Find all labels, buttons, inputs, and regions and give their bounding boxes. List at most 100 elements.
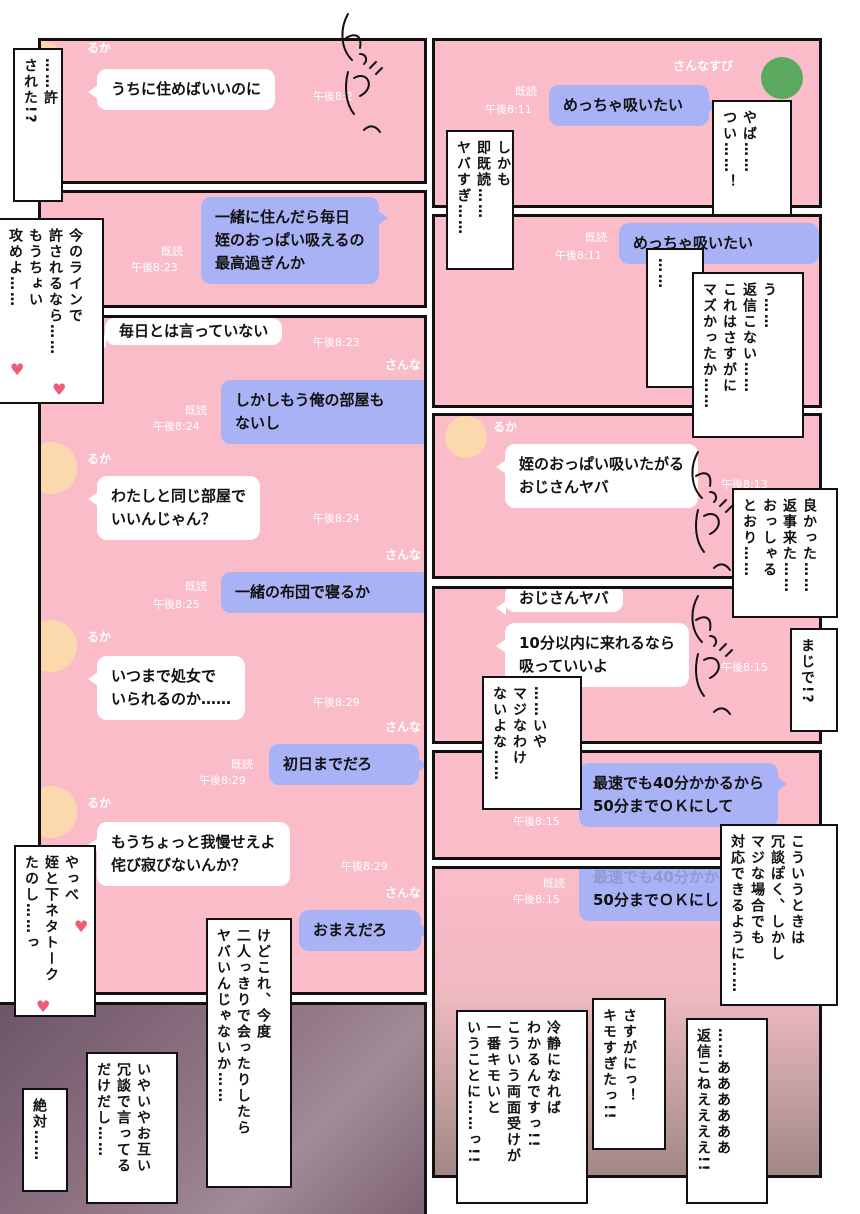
timestamp: 午後8:2 — [313, 90, 353, 103]
timestamp: 午後8:29 — [199, 774, 246, 787]
narration-text: 良かった…… 返事来た…… おっしゃる とおり…… — [741, 498, 817, 594]
narration-yabbe: やっべ 姪と下ネタトーク たのし……っ ♥ ♥ — [14, 845, 96, 1017]
read-label: 既読 — [185, 580, 207, 593]
narration-text: 今のラインで 許されるなら…… もうちょい 攻めよ…… — [7, 228, 83, 356]
timestamp: 午後8:15 — [513, 893, 560, 906]
narration-iyamajinawake: ……いや マジなわけ ないよな…… — [482, 676, 582, 810]
heart-icon: ♥ — [10, 360, 25, 379]
me-name: さんな — [385, 720, 422, 734]
narration-majide: まじで!? — [790, 628, 838, 732]
sender-name: るか — [87, 630, 112, 644]
narration-text: ……許 された!? — [22, 58, 58, 125]
message-text: めっちゃ吸いたい — [633, 234, 754, 252]
me-name: さんな — [385, 358, 422, 372]
avatar-ruka — [445, 416, 487, 458]
timestamp: 午後8:29 — [313, 696, 360, 709]
narration-text: ……ああああああ 返信こねええええ!! — [695, 1028, 731, 1173]
narration-yokatta: 良かった…… 返事来た…… おっしゃる とおり…… — [732, 488, 838, 618]
panel-chat-3: 毎日とは言っていない 午後8:23 さんな 既読 午後8:24 しかしもう俺の部… — [38, 315, 427, 995]
message-line: もうちょっと我慢せえよ — [111, 833, 276, 851]
narration-text: やっべ 姪と下ネタトーク たのし……っ — [23, 855, 79, 983]
message-line: 一緒に住んだら毎日 — [215, 208, 351, 226]
message-line: 姪のおっぱい吸えるの — [215, 231, 365, 249]
message-line: 50分までＯＫにし — [593, 891, 719, 909]
avatar-ruka — [41, 786, 77, 838]
narration-henshinkonai: う…… 返信こない…… これはさすがに マズかったか…… — [692, 272, 804, 438]
sfx-chupo-2 — [691, 451, 733, 571]
timestamp: 午後8:11 — [485, 103, 532, 116]
message-line: 姪のおっぱい吸いたがる — [519, 455, 685, 473]
chat-bubble-ruka: うちに住めばいいのに — [87, 69, 276, 110]
chat-bubble-ruka: おじさんヤバ — [496, 589, 623, 615]
timestamp: 午後8:15 — [721, 661, 768, 674]
narration-text: 絶対…… — [31, 1098, 47, 1162]
message-text: 初日までだろ — [283, 755, 373, 773]
me-name: さんな — [385, 548, 422, 562]
chat-bubble-me: おまえだろ — [299, 910, 424, 951]
timestamp: 午後8:15 — [513, 815, 560, 828]
narration-text: …… — [655, 258, 671, 290]
narration-text: けどこれ、今度 二人っきりで会ったりしたら ヤバいんじゃないか…… — [215, 928, 271, 1136]
avatar-ruka — [41, 620, 77, 672]
chat-bubble-ruka: いつまで処女で いられるのか…… — [87, 656, 246, 720]
narration-text: やば…… つい……！ — [721, 110, 757, 190]
sender-name: るか — [87, 796, 112, 810]
timestamp: 午後8:23 — [313, 336, 360, 349]
narration-reisei: 冷静になれば わかるんですっ!! こういう両面受けが 一番キモいと いうことに…… — [456, 1010, 588, 1204]
message-line: 50分までＯＫにして — [593, 797, 734, 815]
heart-icon: ♥ — [36, 997, 51, 1016]
sender-name: るか — [87, 452, 112, 466]
read-label: 既読 — [585, 231, 607, 244]
narration-imanoline: 今のラインで 許されるなら…… もうちょい 攻めよ…… ♥ ♥ — [0, 218, 104, 404]
message-line: いつまで処女で — [111, 667, 217, 685]
message-line: ないし — [235, 414, 281, 432]
chat-bubble-me: 最速でも40分かかるから 50分までＯＫにして — [579, 763, 787, 827]
message-text: うちに住めばいいのに — [111, 80, 262, 98]
timestamp: 午後8:23 — [131, 261, 178, 274]
timestamp: 午後8:13 — [721, 478, 768, 491]
message-line: 最高過ぎんか — [215, 254, 306, 272]
read-label: 既読 — [543, 877, 565, 890]
sfx-chupo-1 — [341, 13, 383, 133]
read-label: 既読 — [161, 245, 183, 258]
narration-kouiutoki: こういうときは 冗談ぽく、しかし マジな場合でも 対応できるように…… — [720, 824, 838, 1006]
message-text: おじさんヤバ — [519, 589, 609, 607]
read-label: 既読 — [231, 758, 253, 771]
timestamp: 午後8:25 — [153, 598, 200, 611]
narration-yurusareta: ……許 された!? — [13, 48, 63, 202]
narration-yaba: やば…… つい……！ — [712, 100, 792, 216]
read-label: 既読 — [515, 85, 537, 98]
message-line: いられるのか…… — [111, 690, 232, 708]
me-name: さんな — [385, 886, 422, 900]
timestamp: 午後8:29 — [341, 860, 388, 873]
message-line: 10分以内に来れるなら — [519, 634, 675, 652]
narration-text: う…… 返信こない…… これはさすがに マズかったか…… — [701, 282, 777, 410]
narration-sasugani: さすがにっ！ キモすぎたっ!! — [592, 998, 666, 1150]
message-line: しかしもう俺の部屋も — [235, 391, 385, 409]
message-text: おまえだろ — [313, 921, 388, 939]
timestamp: 午後8:24 — [153, 420, 200, 433]
chat-bubble-ruka: 姪のおっぱい吸いたがる おじさんヤバ — [495, 444, 699, 508]
chat-bubble-ruka: 10分以内に来れるなら 吸っていいよ — [496, 623, 689, 687]
narration-text: さすがにっ！ キモすぎたっ!! — [601, 1008, 637, 1121]
narration-kedokore: けどこれ、今度 二人っきりで会ったりしたら ヤバいんじゃないか…… — [206, 918, 292, 1188]
narration-zettai: 絶対…… — [22, 1088, 68, 1192]
avatar-ruka — [41, 442, 77, 494]
chat-bubble-ruka: わたしと同じ部屋で いいんじゃん？ — [87, 476, 261, 540]
narration-shikamo: しかも 即既読…… ヤバすぎ…… — [446, 130, 514, 270]
chat-bubble-ruka: もうちょっと我慢せえよ 侘び寂びないんか？ — [88, 822, 290, 886]
message-text: めっちゃ吸いたい — [563, 96, 684, 114]
chat-bubble-me: 一緒の布団で寝るか — [221, 572, 424, 613]
sfx-chupo-3 — [691, 595, 733, 715]
narration-text: しかも 即既読…… ヤバすぎ…… — [455, 140, 511, 236]
narration-text: 冷静になれば わかるんですっ!! こういう両面受けが 一番キモいと いうことに…… — [465, 1020, 561, 1165]
narration-iyaiya: いやいやお互い 冗談で言ってる だけだし…… — [86, 1052, 178, 1204]
read-label: 既読 — [185, 404, 207, 417]
narration-text: まじで!? — [799, 638, 815, 705]
message-line: 吸っていいよ — [519, 657, 608, 675]
chat-bubble-ruka: 毎日とは言っていない — [95, 318, 283, 348]
heart-icon: ♥ — [52, 380, 67, 399]
chat-bubble-me: 初日までだろ — [269, 744, 424, 785]
narration-text: こういうときは 冗談ぽく、しかし マジな場合でも 対応できるように…… — [729, 834, 805, 994]
message-text: 毎日とは言っていない — [119, 322, 269, 340]
